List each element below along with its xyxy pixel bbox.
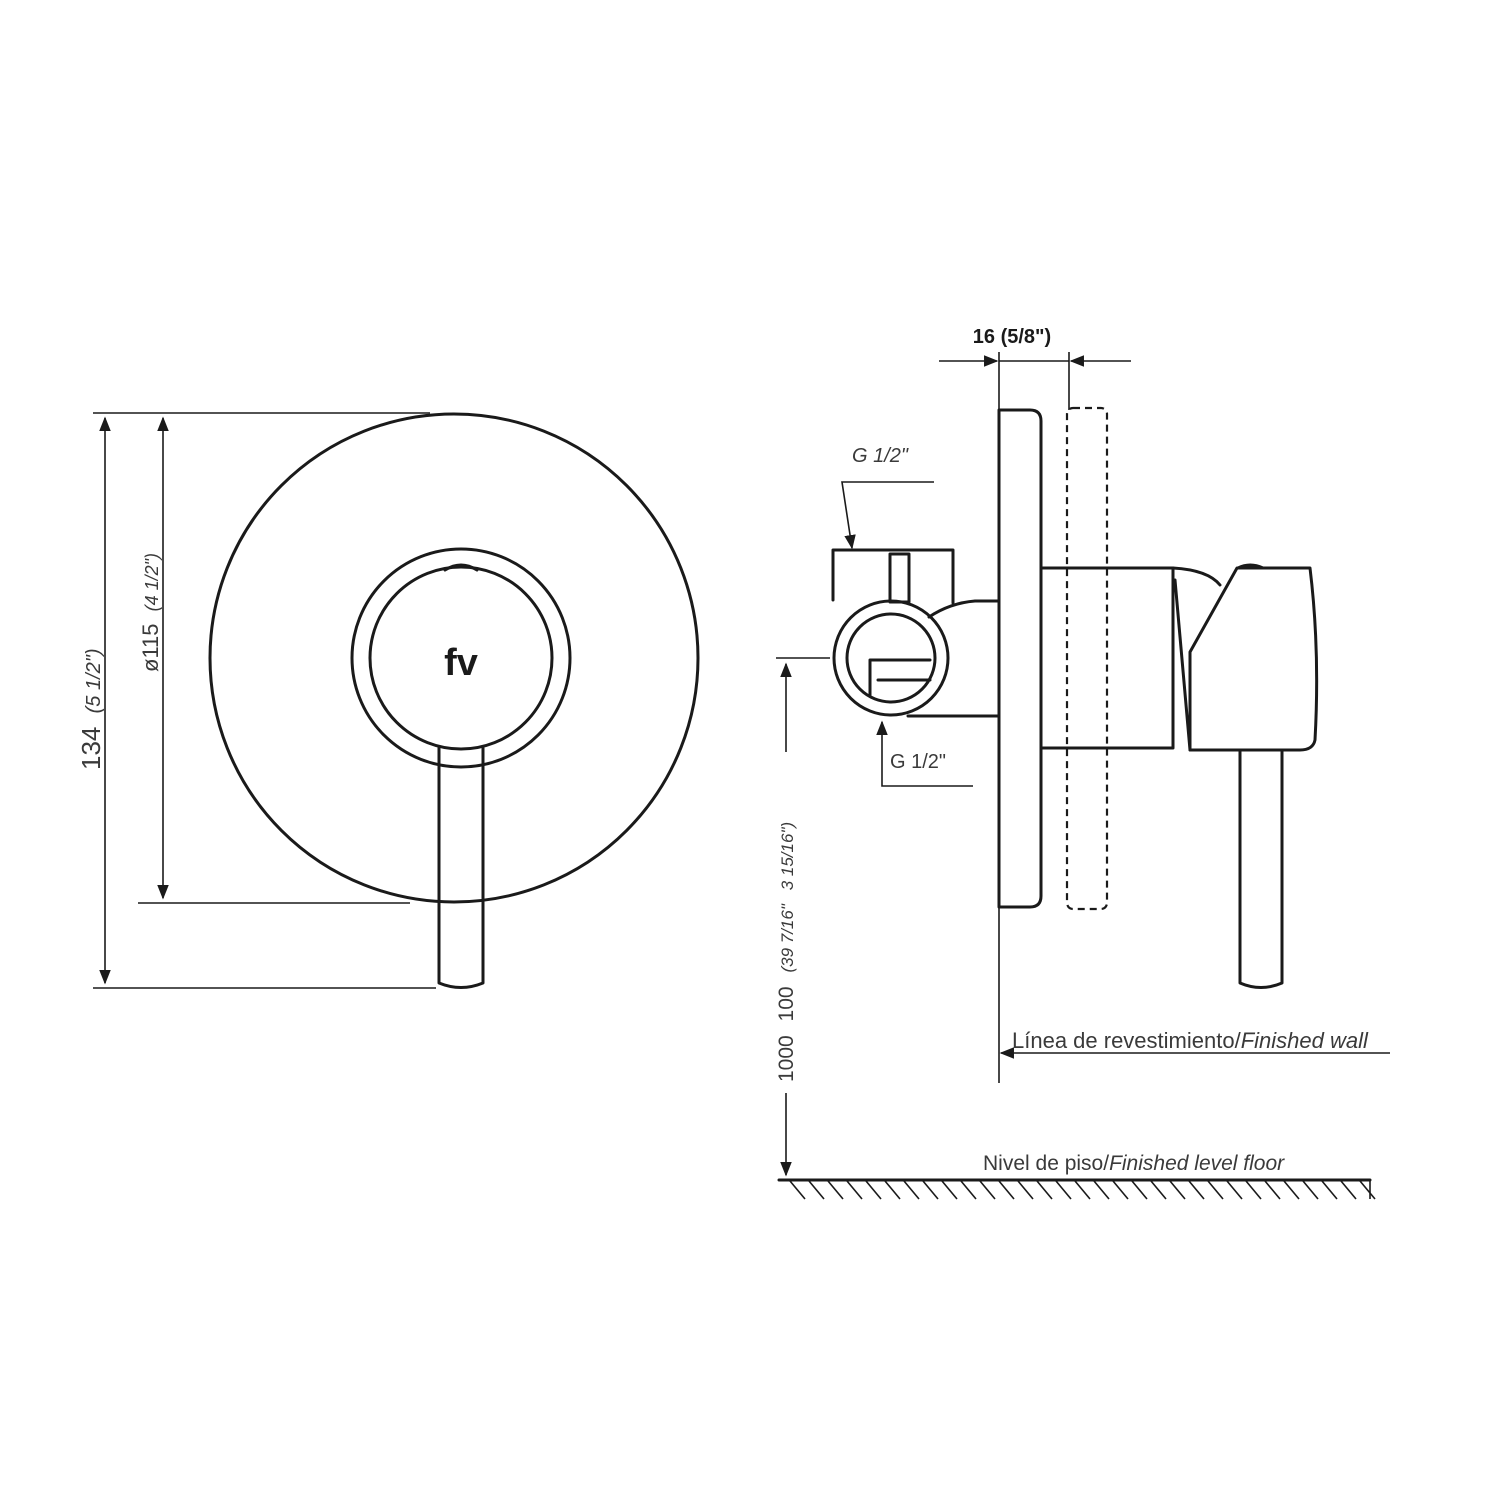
floor-hatch-stroke (1017, 1180, 1034, 1200)
floor-hatch-stroke (1131, 1180, 1148, 1200)
side-view: 16 (5/8") G 1/2" G 1/2" Línea de rev (775, 326, 1390, 1200)
floor-hatch-stroke (827, 1180, 844, 1200)
thread-callout-bottom-leader (876, 720, 973, 787)
floor-hatch-stroke (1207, 1180, 1224, 1200)
handle-hub-outer (350, 547, 572, 769)
finished-wall-label: Línea de revestimiento/Finished wall (1012, 1028, 1369, 1053)
floor-hatch-stroke (903, 1180, 920, 1200)
lever-handle-side (1238, 748, 1284, 989)
floor-hatch-stroke (1245, 1180, 1262, 1200)
thread-callout-top-leader (841, 481, 934, 550)
floor-hatch-stroke (1302, 1180, 1319, 1200)
floor-hatch-stroke (1055, 1180, 1072, 1200)
floor-hatch-stroke (789, 1180, 806, 1200)
floor-hatch-stroke (1321, 1180, 1338, 1200)
pipe-outlet-outer (832, 599, 950, 717)
floor-hatch-stroke (1340, 1180, 1357, 1200)
dim-diameter-label: ø115 (4 1/2") (138, 553, 163, 672)
front-view: fv 134 (5 1/2") ø115 (4 1/2") (76, 412, 700, 989)
recessed-box-dashed (1065, 406, 1109, 911)
floor-hatch-stroke (865, 1180, 882, 1200)
floor-hatch-stroke (1264, 1180, 1281, 1200)
hub-top-notch (443, 563, 479, 572)
escutcheon-plate (208, 412, 700, 904)
valve-stem (888, 552, 911, 604)
lever-handle (437, 746, 485, 989)
floor-hatching (789, 1180, 1376, 1200)
floor-hatch-stroke (884, 1180, 901, 1200)
dim-height-label: 134 (5 1/2") (76, 648, 106, 770)
valve-body-connector (927, 599, 1001, 619)
floor-hatch-stroke (960, 1180, 977, 1200)
floor-hatch-stroke (1036, 1180, 1053, 1200)
floor-hatch-stroke (1093, 1180, 1110, 1200)
cartridge-sleeve (1039, 566, 1175, 750)
mount-height-label: 1000 100 (39 7/16" 3 15/16") (775, 822, 798, 1082)
valve-housing-top (831, 548, 955, 605)
thread-label-bottom: G 1/2" (890, 751, 946, 773)
floor-hatch-stroke (1150, 1180, 1167, 1200)
floor-hatch-stroke (846, 1180, 863, 1200)
floor-hatch-stroke (1226, 1180, 1243, 1200)
handle-body-side (1188, 566, 1319, 752)
pipe-outlet-slot (868, 658, 932, 697)
brand-logo: fv (444, 642, 478, 684)
floor-hatch-stroke (979, 1180, 996, 1200)
cartridge-cap (1171, 566, 1222, 752)
floor-hatch-stroke (941, 1180, 958, 1200)
dim-depth-label: 16 (5/8") (973, 326, 1051, 348)
floor-hatch-stroke (1359, 1180, 1376, 1200)
wall-plate (997, 408, 1043, 909)
floor-hatch-stroke (1169, 1180, 1186, 1200)
floor-hatch-stroke (998, 1180, 1015, 1200)
handle-hub-inner (368, 565, 554, 751)
floor-hatch-stroke (1074, 1180, 1091, 1200)
floor-level-label: Nivel de piso/Finished level floor (983, 1152, 1285, 1175)
floor-hatch-stroke (922, 1180, 939, 1200)
floor-hatch-stroke (808, 1180, 825, 1200)
pipe-outlet-inner (845, 612, 937, 704)
handle-top-notch (1236, 563, 1265, 570)
thread-label-top: G 1/2" (852, 445, 909, 467)
floor-hatch-stroke (1188, 1180, 1205, 1200)
floor-hatch-stroke (1112, 1180, 1129, 1200)
floor-hatch-stroke (1283, 1180, 1300, 1200)
